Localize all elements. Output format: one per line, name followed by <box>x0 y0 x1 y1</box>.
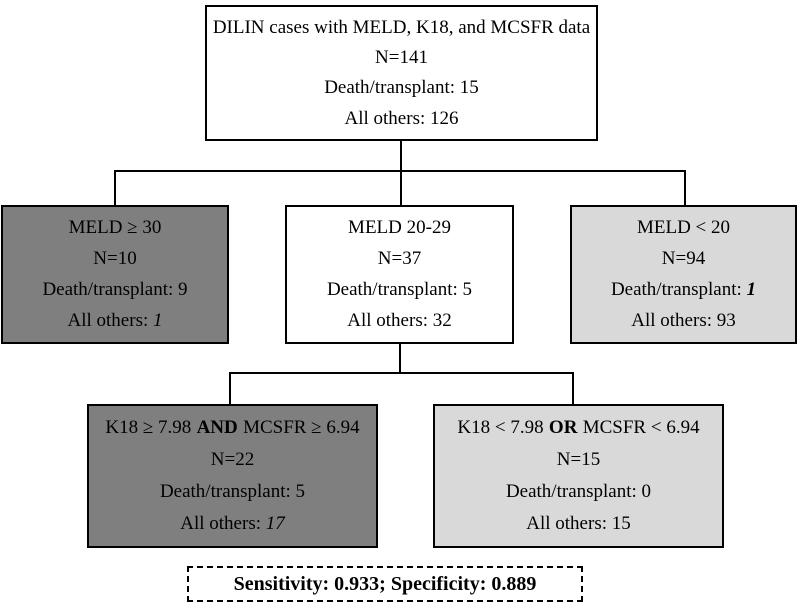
root-n: N=141 <box>375 46 428 68</box>
meld-low-others: All others: 93 <box>631 310 736 331</box>
meld-mid-box: MELD 20-29 N=37 Death/transplant: 5 All … <box>285 205 514 344</box>
connector-root-stem <box>400 141 402 172</box>
bio-high-death: Death/transplant: 5 <box>159 481 306 503</box>
root-box: DILIN cases with MELD, K18, and MCSFR da… <box>205 5 598 141</box>
meld-low-n: N=94 <box>661 248 706 270</box>
meld-low-death: Death/transplant:1 <box>610 279 757 301</box>
connector-meld-high-drop <box>114 172 116 205</box>
bio-low-operator: OR <box>548 417 578 439</box>
bio-high-n: N=22 <box>210 449 255 471</box>
meld-high-death: Death/transplant: 9 <box>42 279 188 301</box>
meld-mid-title: MELD 20-29 <box>348 217 451 239</box>
connector-row2-horizontal <box>114 170 686 172</box>
meld-high-others-value: 1 <box>153 310 163 331</box>
connector-meld-low-drop <box>684 172 686 205</box>
connector-row3-horizontal <box>229 372 574 374</box>
bio-low-death: Death/transplant: 0 <box>505 481 652 503</box>
connector-meld-mid-stem <box>399 344 401 374</box>
bio-high-others: All others:17 <box>180 513 285 534</box>
meld-low-death-value: 1 <box>746 279 757 301</box>
result-text: Sensitivity: 0.933; Specificity: 0.889 <box>233 572 537 595</box>
bio-high-others-value: 17 <box>265 513 285 534</box>
connector-bio-high-drop <box>229 374 231 404</box>
meld-high-others: All others:1 <box>67 310 163 331</box>
root-death: Death/transplant: 15 <box>324 77 479 99</box>
meld-mid-death: Death/transplant: 5 <box>326 279 473 301</box>
meld-mid-others: All others: 32 <box>347 310 452 331</box>
meld-low-box: MELD < 20 N=94 Death/transplant:1 All ot… <box>570 205 797 344</box>
meld-high-title: MELD ≥ 30 <box>68 217 162 239</box>
bio-low-others: All others: 15 <box>526 513 631 534</box>
root-title: DILIN cases with MELD, K18, and MCSFR da… <box>212 16 591 38</box>
meld-high-n: N=10 <box>93 248 137 270</box>
meld-mid-n: N=37 <box>377 248 422 270</box>
bio-low-n: N=15 <box>556 449 601 471</box>
root-others: All others: 126 <box>344 107 459 129</box>
bio-high-operator: AND <box>196 417 238 439</box>
meld-high-box: MELD ≥ 30 N=10 Death/transplant: 9 All o… <box>1 205 229 344</box>
connector-meld-mid-drop <box>400 172 402 205</box>
result-box: Sensitivity: 0.933; Specificity: 0.889 <box>187 566 583 602</box>
meld-low-title: MELD < 20 <box>636 217 731 239</box>
connector-bio-low-drop <box>572 374 574 404</box>
